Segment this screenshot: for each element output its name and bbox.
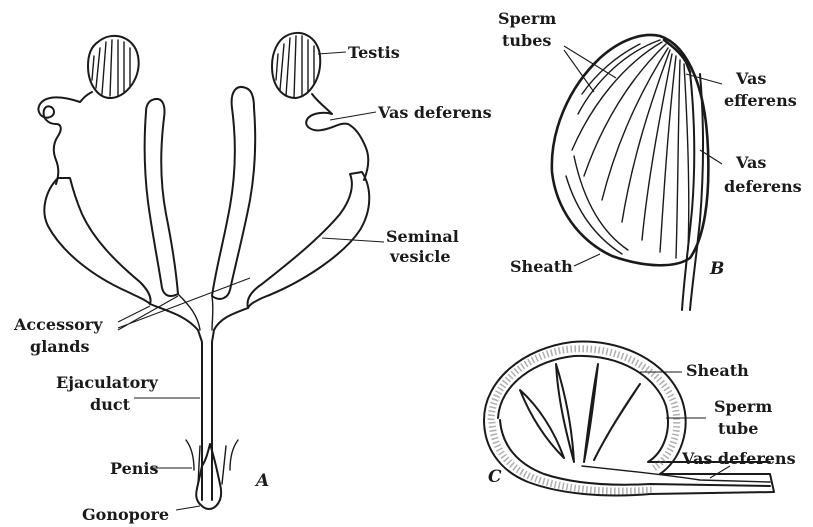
vas-deferens-right	[306, 94, 368, 180]
testis-left	[88, 36, 139, 98]
label-seminal-vesicle-line2: vesicle	[389, 247, 451, 266]
label-sheath-b: Sheath	[510, 257, 573, 276]
label-penis: Penis	[110, 459, 159, 478]
panel-label-b: B	[709, 259, 724, 279]
label-sperm-tubes-line1: Sperm	[498, 9, 556, 28]
accessory-gland-right	[212, 87, 255, 299]
accessory-gland-left	[145, 99, 178, 296]
vas-deferens-left	[38, 92, 92, 184]
label-ejaculatory-duct-line2: duct	[90, 395, 131, 414]
sperm-tubes-b	[566, 40, 689, 258]
sperm-tubes-c	[520, 364, 640, 462]
panel-a-drawing	[38, 33, 384, 510]
testis-right	[272, 33, 320, 98]
panel-label-a: A	[254, 471, 269, 491]
label-accessory-glands-line1: Accessory	[13, 315, 103, 334]
label-ejaculatory-duct-line1: Ejaculatory	[56, 373, 159, 392]
label-sperm-tube-c-line2: tube	[718, 419, 758, 438]
label-vas-efferens-line1: Vas	[735, 69, 766, 88]
label-sperm-tube-c-line1: Sperm	[714, 397, 772, 416]
label-accessory-glands-line2: glands	[30, 337, 89, 356]
label-vas-deferens-a: Vas deferens	[377, 103, 492, 122]
sheath-stipple-c	[491, 349, 677, 491]
panel-b-drawing	[552, 35, 722, 310]
label-vas-efferens-line2: efferens	[724, 91, 797, 110]
label-seminal-vesicle-line1: Seminal	[386, 227, 459, 246]
seminal-vesicle-left	[44, 178, 150, 304]
label-sperm-tubes-line2: tubes	[502, 31, 551, 50]
label-gonopore: Gonopore	[82, 505, 169, 524]
label-vas-deferens-b-line1: Vas	[735, 153, 766, 172]
label-vas-deferens-c: Vas deferens	[681, 449, 796, 468]
panel-label-c: C	[488, 467, 502, 487]
label-sheath-c: Sheath	[686, 361, 749, 380]
label-testis: Testis	[348, 43, 400, 62]
label-vas-deferens-b-line2: deferens	[724, 177, 802, 196]
vas-deferens-b	[682, 72, 703, 310]
